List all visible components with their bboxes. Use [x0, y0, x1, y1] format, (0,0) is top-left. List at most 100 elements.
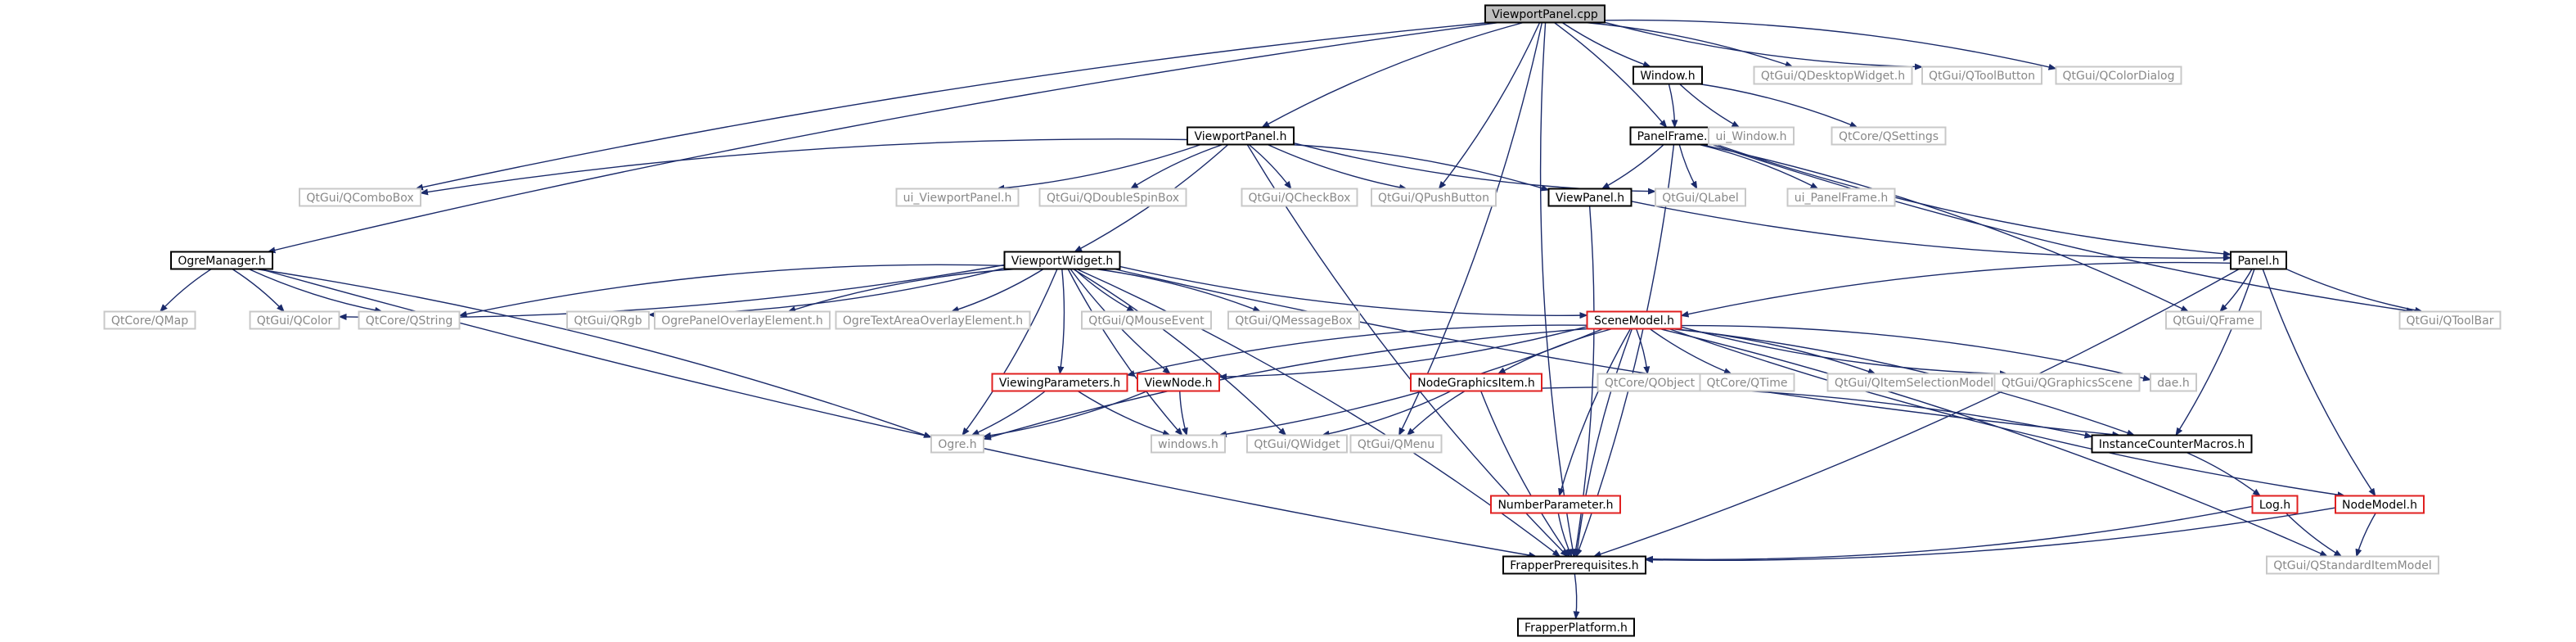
- edge-viewportwidget_h-to-qmouseevent: [1074, 268, 1136, 313]
- node-box: [1151, 434, 1226, 454]
- edge-viewportwidget_h-to-ogretextareaoverlay: [950, 268, 1044, 313]
- node-label: QtGui/QDesktopWidget.h: [1761, 70, 1905, 83]
- node-label: InstanceCounterMacros.h: [2099, 438, 2245, 451]
- edge-scenemodel_h-to-nodemodel_h: [1669, 328, 2346, 499]
- node-label: NodeGraphicsItem.h: [1417, 377, 1535, 390]
- edge-panel_h-to-frapperprerequisites_h: [1592, 268, 2240, 558]
- edge-panelframe_h-to-qtoolbar: [1711, 143, 2415, 314]
- edge-window_h-to-panelframe_h: [1668, 84, 1678, 129]
- node-label: QtGui/QGraphicsScene: [2002, 377, 2132, 390]
- node-qtime: QtCore/QTime: [1699, 373, 1795, 392]
- node-panelframe-h[interactable]: PanelFrame.h: [1629, 126, 1723, 146]
- node-box: [835, 310, 1031, 330]
- node-window-h[interactable]: Window.h: [1633, 66, 1703, 85]
- node-panel-h[interactable]: Panel.h: [2230, 251, 2287, 270]
- node-label: QtGui/QFrame: [2173, 314, 2254, 328]
- edge-ogremanager_h-to-qmap: [160, 268, 212, 313]
- node-label: QtCore/QMap: [111, 314, 188, 328]
- node-box: [103, 310, 196, 330]
- node-windows-h: windows.h: [1151, 434, 1226, 454]
- edge-viewportwidget_h-to-ogrepaneloverlay: [787, 268, 1016, 313]
- node-viewportpanel-cpp[interactable]: ViewportPanel.cpp: [1484, 4, 1605, 24]
- node-numberparameter-h[interactable]: NumberParameter.h: [1490, 495, 1621, 514]
- node-label: NumberParameter.h: [1497, 499, 1613, 512]
- node-qstandarditemmodel: QtGui/QStandardItemModel: [2266, 555, 2439, 575]
- node-label: NodeModel.h: [2342, 499, 2417, 512]
- edge-viewportpanel_cpp-to-qtoolbutton: [1604, 21, 1923, 70]
- node-box: [1517, 617, 1635, 637]
- node-viewpanel-h[interactable]: ViewPanel.h: [1547, 188, 1633, 207]
- edge-window_h-to-ui_window: [1679, 83, 1741, 129]
- node-label: OgreManager.h: [178, 255, 265, 268]
- node-box: [1349, 434, 1443, 454]
- node-box: [2055, 66, 2182, 85]
- node-frapperprerequisites-h[interactable]: FrapperPrerequisites.h: [1502, 555, 1646, 575]
- node-label: Ogre.h: [938, 438, 976, 451]
- node-box: [1038, 188, 1187, 207]
- edge-panelframe_h-to-panel_h: [1715, 143, 2231, 257]
- node-nodegraphicsitem-h[interactable]: NodeGraphicsItem.h: [1410, 373, 1542, 392]
- node-box: [1633, 66, 1703, 85]
- edge-viewportpanel_h-to-qcombobox: [420, 138, 1188, 196]
- node-label: PanelFrame.h: [1637, 130, 1715, 143]
- node-label: QtGui/QLabel: [1662, 192, 1739, 205]
- edge-panel_h-to-scenemodel_h: [1680, 261, 2231, 318]
- node-label: ui_ViewportPanel.h: [903, 192, 1012, 205]
- edge-viewnode_h-to-ogre_h: [983, 390, 1148, 439]
- edge-log_h-to-frapperprerequisites_h: [1645, 505, 2253, 563]
- node-viewportwidget-h[interactable]: ViewportWidget.h: [1003, 251, 1121, 270]
- node-box: [1484, 4, 1605, 24]
- edge-viewportwidget_h-to-qmessagebox: [1095, 268, 1262, 313]
- node-label: OgreTextAreaOverlayElement.h: [843, 314, 1023, 328]
- edge-scenemodel_h-to-dae_h: [1681, 324, 2151, 382]
- node-label: QtGui/QToolButton: [1929, 70, 2035, 83]
- node-qpushbutton: QtGui/QPushButton: [1371, 188, 1497, 207]
- edge-viewportpanel_h-to-ui_viewportpanel: [996, 143, 1201, 192]
- node-scenemodel-h[interactable]: SceneModel.h: [1586, 310, 1682, 330]
- edge-scenemodel_h-to-qobject: [1635, 328, 1651, 375]
- node-box: [1753, 66, 1913, 85]
- node-label: dae.h: [2157, 377, 2189, 390]
- node-box: [1547, 188, 1633, 207]
- node-viewingparameters-h[interactable]: ViewingParameters.h: [991, 373, 1128, 392]
- node-qmouseevent: QtGui/QMouseEvent: [1081, 310, 1212, 330]
- node-dae-h: dae.h: [2150, 373, 2197, 392]
- node-box: [1921, 66, 2042, 85]
- node-instancecountermacros-h[interactable]: InstanceCounterMacros.h: [2091, 434, 2253, 454]
- node-qmenu: QtGui/QMenu: [1349, 434, 1443, 454]
- node-box: [249, 310, 340, 330]
- node-ogremanager-h[interactable]: OgreManager.h: [170, 251, 273, 270]
- node-qdesktopwidget: QtGui/QDesktopWidget.h: [1753, 66, 1913, 85]
- node-box: [1371, 188, 1497, 207]
- node-label: QtGui/QCheckBox: [1249, 192, 1351, 205]
- edge-panelframe_h-to-ui_panelframe: [1699, 143, 1819, 190]
- edge-viewportpanel_cpp-to-qpushbutton: [1438, 22, 1541, 190]
- node-label: Log.h: [2259, 499, 2290, 512]
- node-viewnode-h[interactable]: ViewNode.h: [1137, 373, 1220, 392]
- node-qgraphicsscene: QtGui/QGraphicsScene: [1993, 373, 2141, 392]
- node-box: [2398, 310, 2502, 330]
- node-viewportpanel-h[interactable]: ViewportPanel.h: [1187, 126, 1295, 146]
- edge-numberparameter_h-to-frapperprerequisites_h: [1557, 513, 1573, 558]
- node-label: QtGui/QWidget: [1254, 438, 1340, 451]
- node-log-h[interactable]: Log.h: [2251, 495, 2299, 514]
- node-frapperplatform-h[interactable]: FrapperPlatform.h: [1517, 617, 1635, 637]
- node-nodemodel-h[interactable]: NodeModel.h: [2335, 495, 2425, 514]
- node-qtoolbutton: QtGui/QToolButton: [1921, 66, 2042, 85]
- node-box: [1831, 126, 1947, 146]
- node-box: [1003, 251, 1121, 270]
- node-qcolordialog: QtGui/QColorDialog: [2055, 66, 2182, 85]
- node-qframe: QtGui/QFrame: [2165, 310, 2262, 330]
- node-box: [2335, 495, 2425, 514]
- node-box: [1081, 310, 1212, 330]
- edge-scenemodel_h-to-viewnode_h: [1218, 326, 1587, 381]
- node-qmessagebox: QtGui/QMessageBox: [1227, 310, 1360, 330]
- edge-viewportwidget_h-to-scenemodel_h: [1119, 265, 1588, 319]
- node-box: [1708, 126, 1795, 146]
- node-box: [358, 310, 461, 330]
- edge-nodegraphicsitem_h-to-qwidget: [1321, 390, 1452, 437]
- node-label: ViewportPanel.cpp: [1492, 8, 1598, 21]
- node-ogrepaneloverlay: OgrePanelOverlayElement.h: [654, 310, 831, 330]
- edge-ogremanager_h-to-qcolor: [232, 268, 285, 313]
